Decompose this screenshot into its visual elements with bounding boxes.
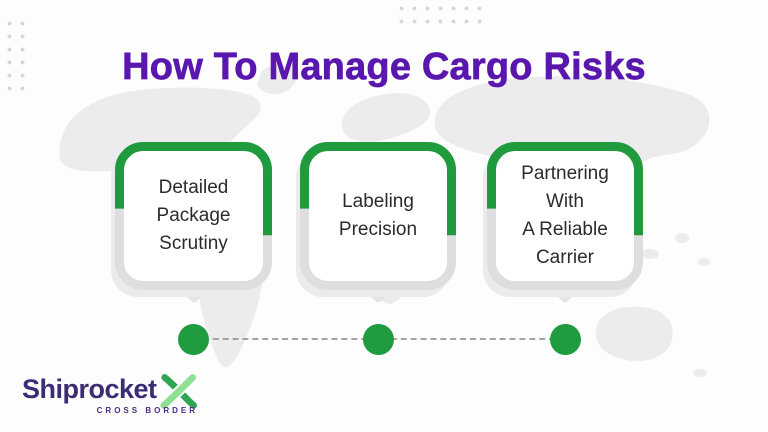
info-card-detailed-package-scrutiny: Detailed Package Scrutiny	[115, 142, 272, 304]
dot-pattern-top-left	[3, 17, 30, 95]
timeline-dot	[178, 324, 209, 355]
shiprocket-logo: Shiprocket CROSS BORDER	[22, 373, 198, 415]
logo-wordmark: Shiprocket	[22, 374, 157, 404]
card-bubble: Labeling Precision	[300, 142, 456, 290]
timeline-dot	[363, 324, 394, 355]
card-bubble: Detailed Package Scrutiny	[115, 142, 272, 290]
info-card-reliable-carrier: Partnering With A Reliable Carrier	[487, 142, 643, 304]
card-bubble: Partnering With A Reliable Carrier	[487, 142, 643, 290]
card-label: Partnering With A Reliable Carrier	[521, 163, 609, 268]
page-title: How To Manage Cargo Risks	[122, 46, 646, 89]
logo-tagline: CROSS BORDER	[96, 406, 198, 415]
timeline-dot	[550, 324, 581, 355]
card-label: Labeling Precision	[338, 191, 418, 240]
info-card-labeling-precision: Labeling Precision	[300, 142, 456, 304]
card-label: Detailed Package Scrutiny	[156, 177, 231, 254]
logo-wordmark-row: Shiprocket	[22, 373, 198, 409]
logo-x-icon	[158, 373, 198, 409]
dot-pattern-top-right	[395, 2, 486, 28]
